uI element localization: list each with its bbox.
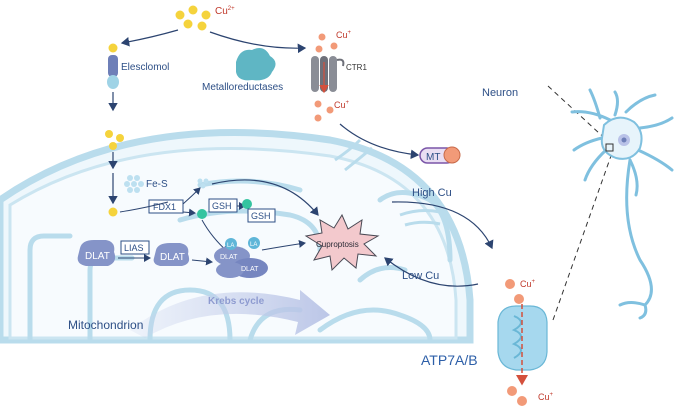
fes-cluster-icon [124, 175, 144, 193]
arrow-dlat-to-cuproptosis [261, 239, 306, 251]
cuproptosis-label: Cuproptosis [316, 240, 359, 249]
arrow-dlat-lipoylation [191, 257, 213, 266]
low-cu-label: Low Cu [402, 270, 439, 282]
arrow-cu-to-fdx1 [119, 201, 169, 213]
metallothionein [419, 146, 461, 164]
metalloreductases-label: Metalloreductases [202, 82, 283, 93]
neuron-illustration [570, 88, 674, 320]
arrow-cu2-to-ctr1 [209, 31, 307, 54]
lipoylated-dlat-oligomer [214, 237, 268, 278]
cu-gsh-complex [197, 209, 207, 219]
elesclomol-molecule [107, 43, 119, 89]
neuron-zoom-line-top [547, 85, 613, 146]
arrow-to-mt [339, 123, 420, 160]
membrane-fragments [334, 138, 441, 227]
lias-box [120, 240, 150, 255]
cu-ion-matrix [108, 207, 118, 217]
mt-label: MT [426, 152, 440, 163]
cuproptosis-burst [304, 213, 380, 272]
cu2-label: Cu2+ [215, 6, 235, 17]
cu-plus-ions-outside [315, 33, 338, 53]
arrow-fes-to-cuproptosis [211, 179, 319, 216]
neuron-soma [600, 116, 643, 160]
dlat-protein-1 [77, 240, 116, 266]
dlat-1-label: DLAT [85, 251, 110, 262]
cu-plus-atp-bottom-label: Cu+ [538, 392, 554, 402]
cu-ions-cytosol [105, 130, 124, 150]
metalloreductase-protein [236, 48, 276, 81]
dlat-3a-label: DLAT [220, 254, 238, 261]
krebs-cycle-label: Krebs cycle [208, 296, 265, 307]
elesclomol-label: Elesclomol [121, 62, 169, 73]
arrow-cu2-to-elesclomol [120, 29, 179, 47]
arrow-high-cu [391, 201, 494, 250]
krebs-cycle-arrow [130, 290, 330, 338]
cu-plus-atp-top-ion [505, 279, 515, 289]
high-cu-label: High Cu [412, 187, 452, 199]
atp7ab-label: ATP7A/B [421, 352, 478, 368]
cu-plus-ions-inside [314, 100, 334, 122]
cu-plus-top-label: Cu+ [336, 30, 352, 40]
lias-label: LIAS [124, 243, 144, 253]
fes-label: Fe-S [146, 179, 168, 190]
la-1-label: LA [227, 243, 234, 249]
dlat-protein-2 [153, 243, 190, 266]
arrow-fdx1-to-cu [182, 208, 196, 217]
cu-plus-atp-top-label: Cu+ [520, 279, 536, 289]
cu-plus-atp-bottom-ion-2 [517, 396, 527, 406]
cu2-ions [175, 5, 211, 31]
gsh-left-label: GSH [212, 201, 232, 211]
cu-plus-atp-bottom-ion-1 [507, 386, 517, 396]
gsh-right-label: GSH [251, 211, 271, 221]
mitochondrion [0, 129, 474, 344]
neuron-zoom-line-bottom [552, 152, 613, 321]
fes-cluster-small-icon [197, 178, 209, 189]
arrow-fdx1-to-fes [182, 187, 201, 205]
cu-plus-atp-second-ion [514, 294, 524, 304]
mitochondrion-label: Mitochondrion [68, 318, 143, 332]
cu-plus-mid-label: Cu+ [334, 100, 350, 110]
dlat-3b-label: DLAT [241, 266, 259, 273]
fdx1-label: FDX1 [153, 202, 176, 212]
neuron-label: Neuron [482, 87, 518, 99]
dlat-2-label: DLAT [160, 252, 185, 263]
la-2-label: LA [250, 242, 257, 248]
gsh-box-right [247, 208, 276, 223]
ctr1-transporter [311, 56, 345, 94]
ctr1-label: CTR1 [346, 63, 367, 72]
arrow-low-cu [384, 257, 479, 287]
gsh-cu-bound [242, 199, 252, 209]
